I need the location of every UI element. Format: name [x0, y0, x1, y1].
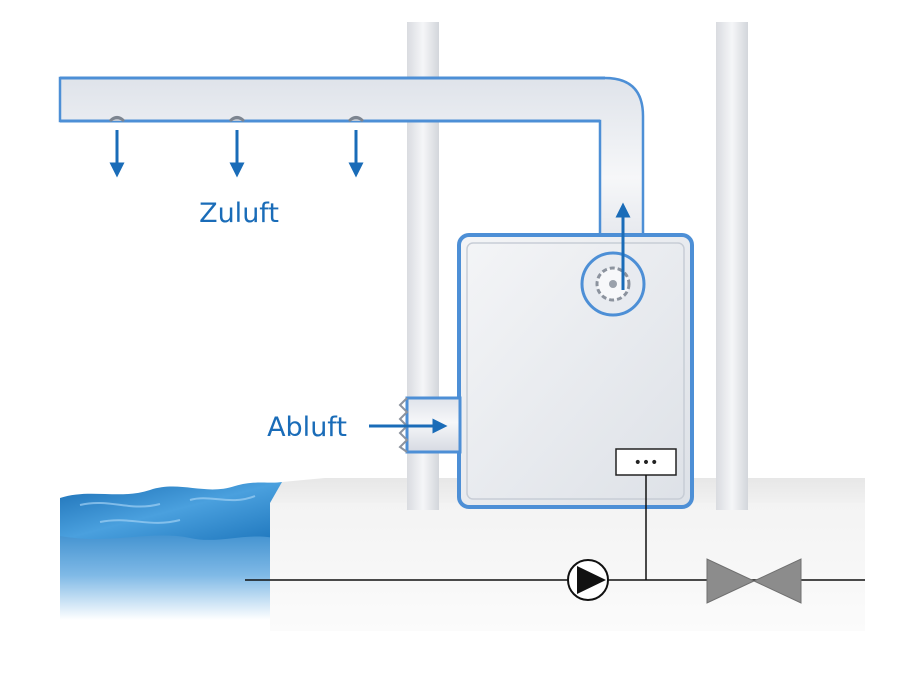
duct-outlet-1: [108, 116, 126, 123]
floor-front: [270, 503, 865, 631]
control-box: [615, 448, 677, 476]
unit-inner-edge: [466, 242, 685, 500]
duct-outlet-2: [228, 116, 246, 123]
piping-schematic: [245, 475, 865, 604]
pillar-right: [716, 22, 748, 510]
exhaust-air-label: Abluft: [267, 412, 347, 443]
fan-icon: [595, 266, 631, 302]
gate-valve-symbol-icon: [706, 558, 802, 604]
supply-air-label: Zuluft: [199, 198, 279, 229]
water-ripples: [79, 495, 256, 524]
pump-symbol-icon: [567, 559, 609, 601]
water-surface: [60, 482, 282, 540]
supply-air-arrows: [109, 130, 364, 178]
control-box-dots: •••: [634, 455, 659, 471]
duct-outlet-3: [347, 116, 365, 123]
air-handling-unit: •••: [457, 233, 694, 509]
water-pool: [60, 482, 282, 620]
